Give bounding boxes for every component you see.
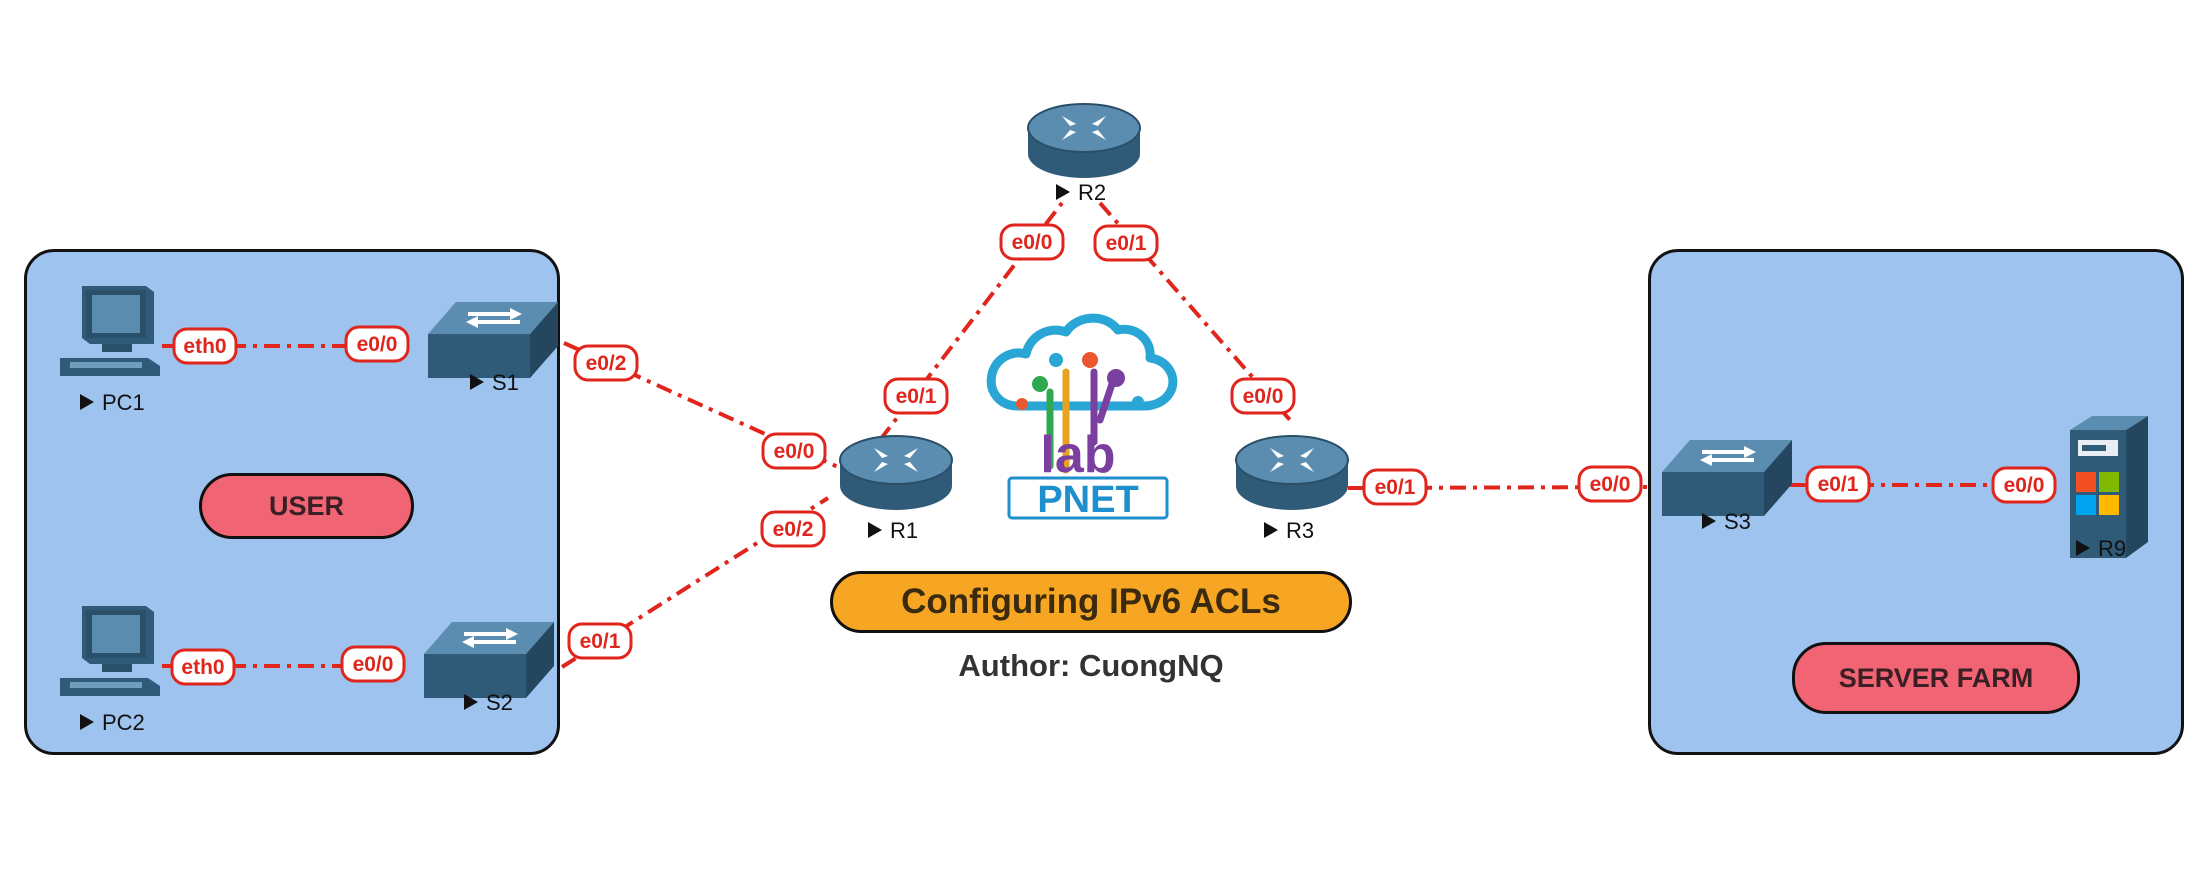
port-label-s3: e0/0 (1577, 465, 1643, 503)
svg-text:e0/0: e0/0 (774, 440, 815, 463)
node-label-s1: S1 (492, 370, 519, 395)
node-s1[interactable]: S1 (428, 302, 558, 395)
port-label-r1: e0/2 (760, 510, 826, 548)
node-label-pc2: PC2 (102, 710, 145, 735)
router-icon (839, 435, 953, 511)
play-icon (80, 394, 94, 410)
svg-text:e0/1: e0/1 (896, 385, 937, 408)
play-icon (1264, 522, 1278, 538)
port-label-r2: e0/1 (1093, 224, 1159, 262)
switch-icon (1662, 440, 1792, 516)
play-icon (868, 522, 882, 538)
port-label-r1: e0/0 (761, 432, 827, 470)
pc-icon (60, 606, 160, 696)
server-farm-zone-label: SERVER FARM (1792, 642, 2080, 714)
node-r2[interactable]: R2 (1027, 103, 1141, 205)
svg-text:e0/0: e0/0 (1012, 231, 1053, 254)
node-r9[interactable]: R9 (2070, 416, 2148, 561)
node-label-s3: S3 (1724, 509, 1751, 534)
play-icon (470, 374, 484, 390)
svg-text:e0/0: e0/0 (357, 333, 398, 356)
port-label-s2: e0/1 (567, 622, 633, 660)
svg-text:e0/0: e0/0 (1243, 385, 1284, 408)
logo-pnet-text: PNET (1037, 479, 1138, 521)
port-label-pc2: eth0 (170, 648, 236, 686)
svg-text:e0/1: e0/1 (580, 630, 621, 653)
svg-text:e0/1: e0/1 (1375, 476, 1416, 499)
port-label-r9: e0/0 (1991, 466, 2057, 504)
port-label-r3: e0/1 (1362, 468, 1428, 506)
switch-icon (428, 302, 558, 378)
node-r3[interactable]: R3 (1235, 435, 1349, 543)
node-s2[interactable]: S2 (424, 622, 554, 715)
node-pc2[interactable]: PC2 (60, 606, 160, 735)
play-icon (80, 714, 94, 730)
svg-text:e0/0: e0/0 (2004, 474, 2045, 497)
svg-text:e0/2: e0/2 (773, 518, 814, 541)
port-label-r2: e0/0 (999, 223, 1065, 261)
router-icon (1027, 103, 1141, 179)
play-icon (464, 694, 478, 710)
svg-text:eth0: eth0 (181, 656, 224, 679)
node-label-s2: S2 (486, 690, 513, 715)
svg-text:e0/2: e0/2 (586, 352, 627, 375)
svg-text:e0/1: e0/1 (1818, 473, 1859, 496)
svg-text:eth0: eth0 (183, 335, 226, 358)
router-icon (1235, 435, 1349, 511)
play-icon (1056, 184, 1070, 200)
svg-text:e0/1: e0/1 (1106, 232, 1147, 255)
node-label-r9: R9 (2098, 536, 2126, 561)
lab-title: Configuring IPv6 ACLs (830, 571, 1352, 633)
port-label-s2: e0/0 (340, 645, 406, 683)
node-label-r3: R3 (1286, 518, 1314, 543)
node-label-r2: R2 (1078, 180, 1106, 205)
node-label-r1: R1 (890, 518, 918, 543)
node-pc1[interactable]: PC1 (60, 286, 160, 415)
port-label-s3: e0/1 (1805, 465, 1871, 503)
port-label-r3: e0/0 (1230, 377, 1296, 415)
switch-icon (424, 622, 554, 698)
user-zone-label: USER (199, 473, 414, 539)
port-label-r1: e0/1 (883, 377, 949, 415)
svg-text:e0/0: e0/0 (1590, 473, 1631, 496)
pc-icon (60, 286, 160, 376)
node-r1[interactable]: R1 (839, 435, 953, 543)
svg-text:e0/0: e0/0 (353, 653, 394, 676)
port-label-s1: e0/0 (344, 325, 410, 363)
logo-lab-mark: lab (1040, 426, 1115, 484)
node-label-pc1: PC1 (102, 390, 145, 415)
port-label-pc1: eth0 (172, 327, 238, 365)
port-label-s1: e0/2 (573, 344, 639, 382)
pnet-lab-logo: lab PNET (986, 313, 1178, 521)
play-icon (1702, 513, 1716, 529)
node-s3[interactable]: S3 (1662, 440, 1792, 534)
play-icon (2076, 540, 2090, 556)
author-label: Author: CuongNQ (958, 648, 1224, 683)
